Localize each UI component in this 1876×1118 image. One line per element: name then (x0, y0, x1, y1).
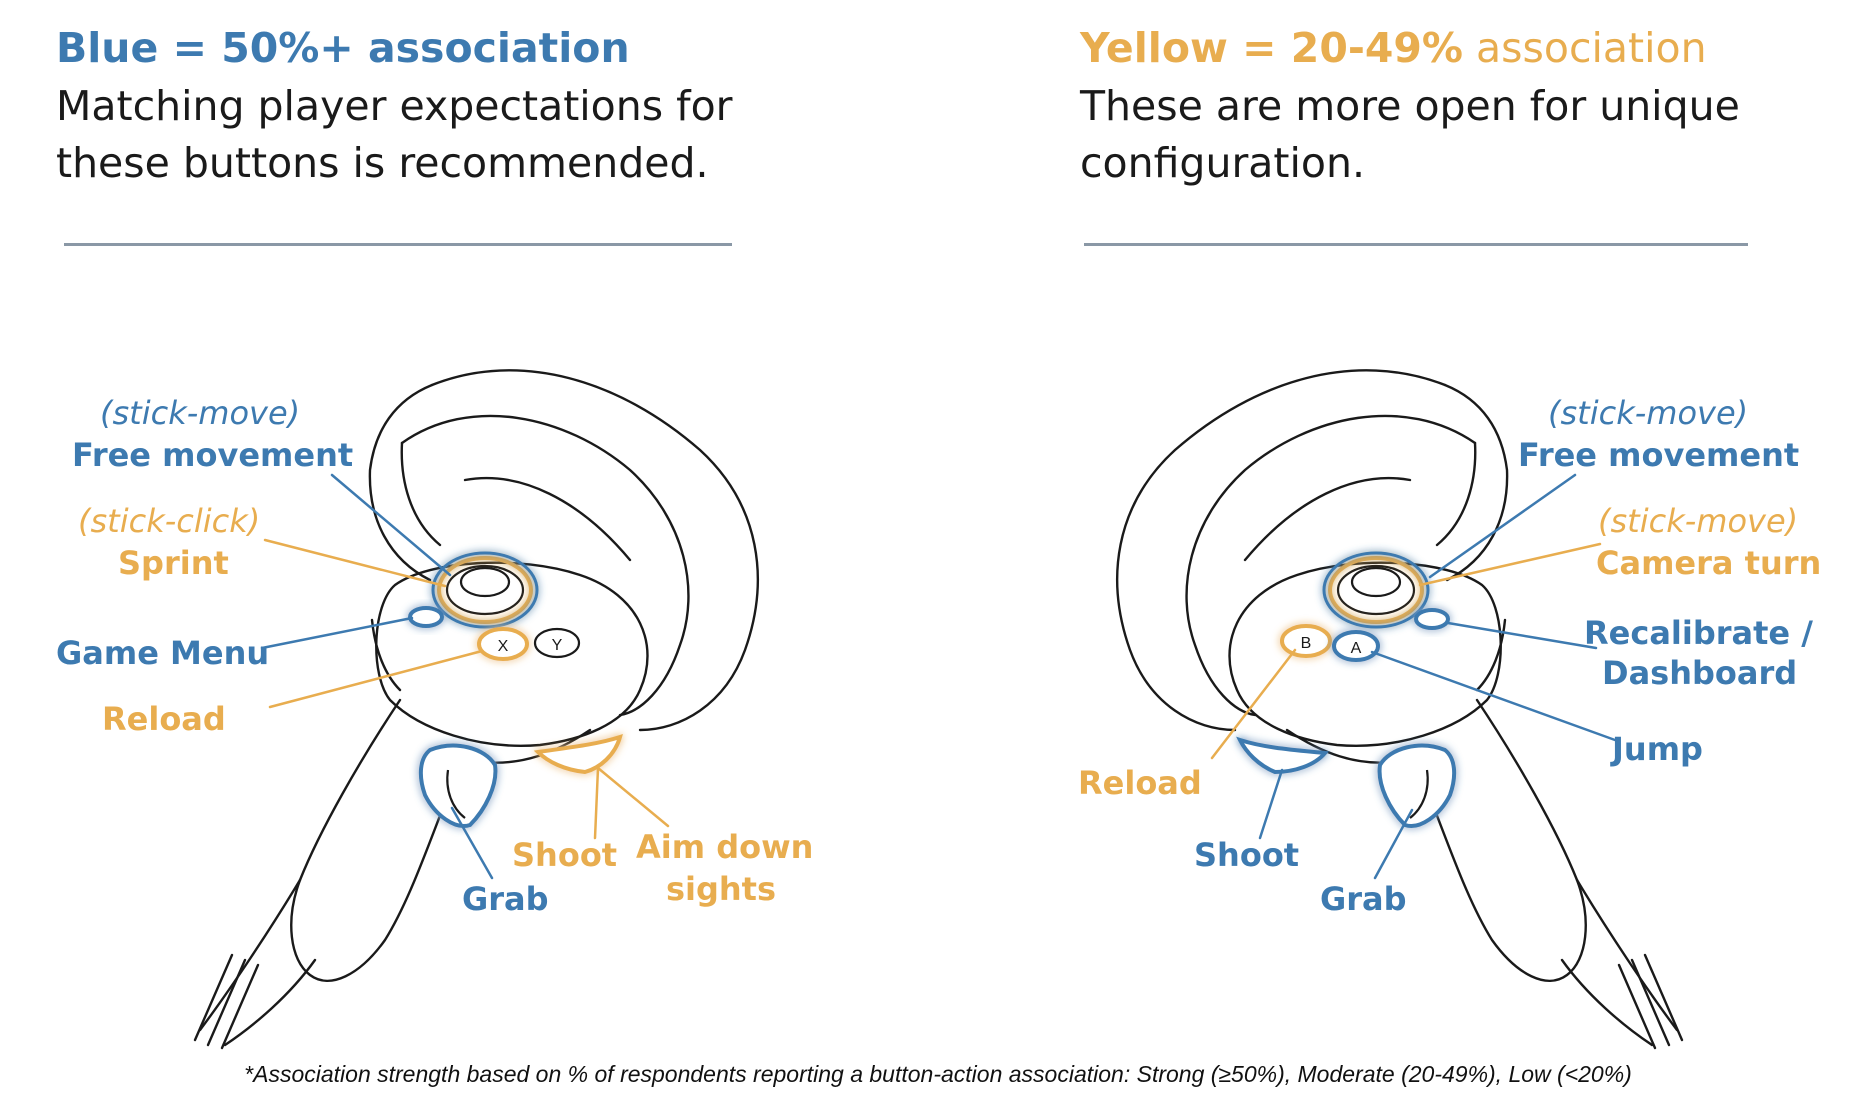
legend-blue-description: Matching player expectations for these b… (56, 82, 733, 187)
right-label-stick-move-2: (stick-move) (1598, 502, 1799, 540)
right-grip (1377, 743, 1457, 828)
left-label-stick-move: (stick-move) (100, 394, 301, 432)
right-b-button-label: B (1301, 635, 1312, 652)
left-label-free-movement: Free movement (72, 436, 354, 474)
right-label-grab: Grab (1320, 880, 1407, 918)
right-label-recalibrate: Recalibrate / (1584, 614, 1813, 652)
right-label-stick-move: (stick-move) (1548, 394, 1749, 432)
left-x-button (477, 627, 529, 661)
legend-yellow-title-light: association (1463, 24, 1707, 72)
right-a-button (1332, 630, 1380, 662)
right-label-reload: Reload (1078, 764, 1202, 802)
left-x-button-label: X (498, 638, 509, 655)
left-y-button-label: Y (552, 637, 563, 654)
legend-yellow: Yellow = 20-49% association These are mo… (1080, 22, 1780, 192)
legend-yellow-title-strong: Yellow = 20-49% (1080, 24, 1463, 72)
right-controller (1116, 369, 1684, 1050)
divider-left (64, 243, 732, 246)
right-label-dashboard: Dashboard (1602, 654, 1798, 692)
right-trigger (1236, 736, 1329, 775)
left-buttons: X Y (408, 551, 623, 828)
right-oculus-button (1414, 608, 1450, 630)
left-label-sights: sights (665, 870, 777, 908)
left-label-game-menu: Game Menu (56, 634, 270, 672)
right-ring-outer (1116, 369, 1447, 732)
legend-blue: Blue = 50%+ association Matching player … (56, 22, 776, 192)
left-label-aim-down: Aim down (636, 828, 814, 866)
right-ring-inner (1185, 414, 1477, 717)
legend-yellow-description: These are more open for unique configura… (1080, 82, 1740, 187)
divider-right (1084, 243, 1748, 246)
left-label-reload: Reload (102, 700, 226, 738)
right-b-button (1280, 624, 1332, 658)
right-label-shoot: Shoot (1194, 836, 1300, 874)
right-buttons: B A (1236, 551, 1457, 828)
left-label-grab: Grab (462, 880, 549, 918)
right-face (1228, 561, 1502, 747)
legend-blue-title: Blue = 50%+ association (56, 24, 630, 72)
footnote: *Association strength based on % of resp… (244, 1061, 1632, 1087)
right-leaders (1210, 473, 1617, 880)
right-label-free-movement: Free movement (1518, 436, 1800, 474)
left-label-shoot: Shoot (512, 836, 618, 874)
left-ring-inner (400, 414, 690, 717)
left-menu-button (408, 606, 444, 628)
left-label-sprint: Sprint (118, 544, 229, 582)
legend-yellow-title: Yellow = 20-49% association (1080, 22, 1780, 74)
left-y-button (533, 627, 581, 659)
left-grip (418, 743, 498, 828)
left-handle (290, 698, 452, 982)
left-leaders (260, 473, 670, 880)
right-handle (1425, 698, 1587, 982)
right-a-button-label: A (1351, 640, 1362, 657)
left-face (375, 561, 649, 747)
right-label-camera-turn: Camera turn (1596, 544, 1822, 582)
right-label-jump: Jump (1612, 730, 1703, 768)
left-ring-outer (430, 369, 759, 732)
left-controller (193, 369, 759, 1050)
left-label-stick-click: (stick-click) (78, 502, 261, 540)
left-trigger (533, 733, 623, 775)
